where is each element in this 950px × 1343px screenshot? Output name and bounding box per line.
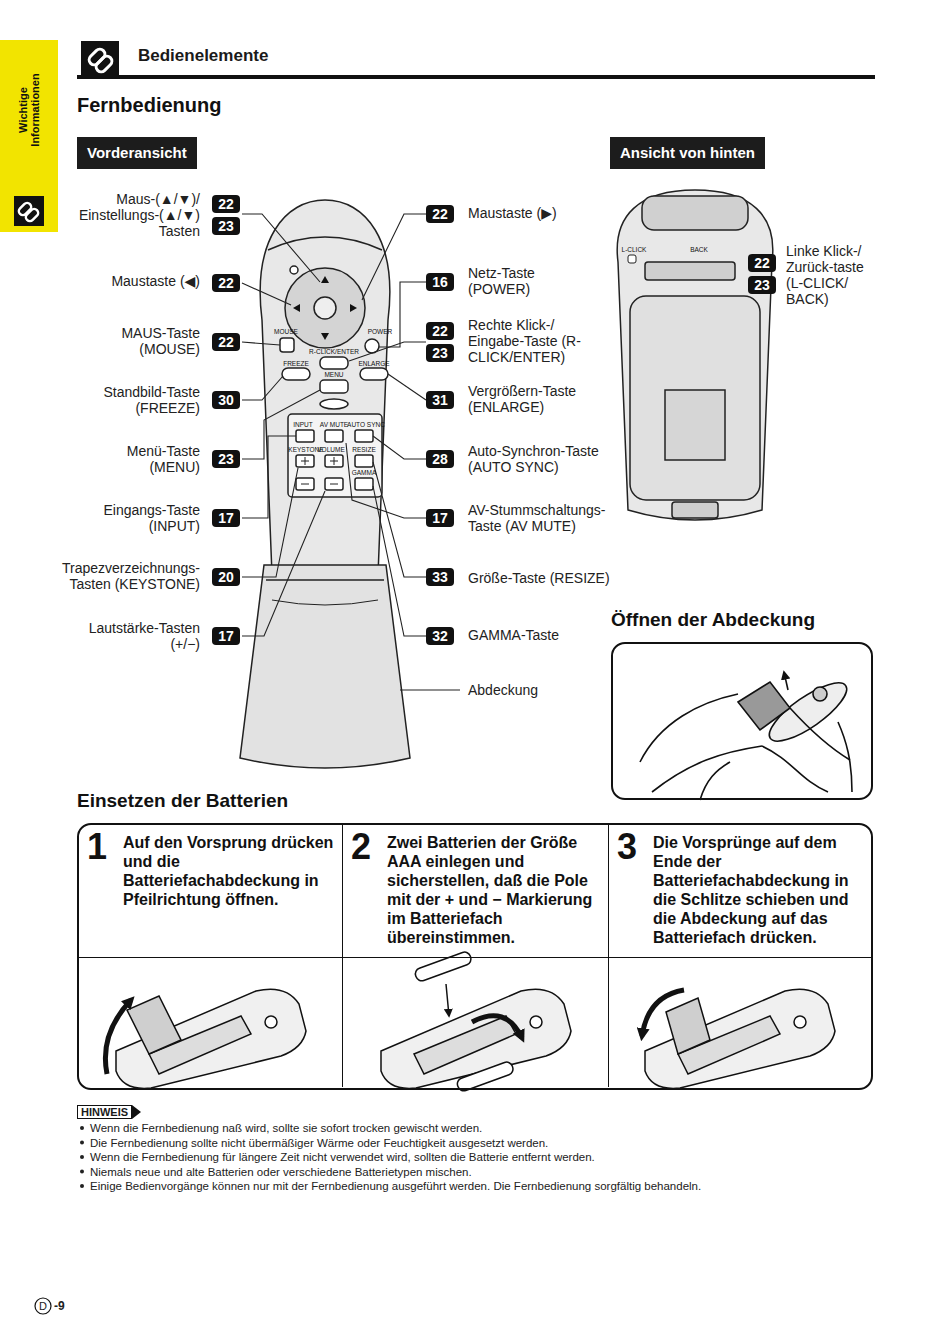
button-label: AUTO SYNC xyxy=(336,421,396,429)
callout-text: Lautstärke-Tasten (+/−) xyxy=(75,620,200,652)
callout-number: 33 xyxy=(426,568,454,586)
illustration-frame: Öffnen der Abdeckung xyxy=(611,642,873,800)
callout-number: 30 xyxy=(212,391,240,409)
callout-text: Abdeckung xyxy=(468,682,578,698)
button-label: BACK xyxy=(669,246,729,254)
callout-number: 22 xyxy=(748,254,776,272)
header-icon xyxy=(81,41,119,79)
note-text: Die Fernbedienung sollte nicht übermäßig… xyxy=(90,1136,870,1150)
callout-text: AV-Stummschaltungs- Taste (AV MUTE) xyxy=(468,502,613,534)
callout-number: 22 xyxy=(426,322,454,340)
callout-text: Maustaste (▶) xyxy=(468,205,608,221)
battery-step3 xyxy=(642,989,835,1088)
callout-number: 22 xyxy=(212,333,240,351)
button-label: R-CLICK/ENTER xyxy=(304,348,364,356)
button-label: MOUSE xyxy=(256,328,316,336)
callout-number: 22 xyxy=(212,195,240,213)
note-tag: HINWEIS xyxy=(77,1105,132,1119)
note-text: Niemals neue und alte Batterien oder ver… xyxy=(90,1165,870,1179)
callout-number: 31 xyxy=(426,391,454,409)
frame-heading: Einsetzen der Batterien xyxy=(77,790,288,812)
opening-illustration xyxy=(640,672,854,800)
step-divider xyxy=(79,957,871,958)
callout-text: Linke Klick-/ Zurück-taste (L-CLICK/ BAC… xyxy=(786,243,881,307)
callout-number: 16 xyxy=(426,273,454,291)
callout-number: 23 xyxy=(426,344,454,362)
remote-front xyxy=(240,200,410,768)
callout-number: 17 xyxy=(426,509,454,527)
callout-number: 23 xyxy=(748,276,776,294)
tag-arrow-head xyxy=(132,1105,141,1119)
step-cell: 2 Zwei Batterien der Größe AAA einlegen u… xyxy=(343,825,609,1087)
tab-label: Ansicht von hinten xyxy=(620,144,755,162)
callout-text: Maustaste (◀) xyxy=(70,273,200,289)
button-label: FREEZE xyxy=(266,360,326,368)
page-badge xyxy=(35,1298,51,1314)
step-cell: 3 Die Vorsprünge auf dem Ende der Batteri… xyxy=(609,825,870,1087)
button-label: ENLARGE xyxy=(344,360,404,368)
page-number: -9 xyxy=(54,1299,84,1313)
sidebar-band: Wichtige Informationen xyxy=(0,40,58,232)
callout-text: GAMMA-Taste xyxy=(468,627,598,643)
button-label: L-CLICK xyxy=(604,246,664,254)
callout-text: Größe-Taste (RESIZE) xyxy=(468,570,638,586)
callout-text: Vergrößern-Taste (ENLARGE) xyxy=(468,383,593,415)
tag-arrow xyxy=(132,1105,142,1119)
battery-step1 xyxy=(105,989,306,1088)
note-text: Einige Bedienvorgänge können nur mit der… xyxy=(90,1179,870,1193)
callout-number: 32 xyxy=(426,627,454,645)
sidebar-text: Wichtige Informationen xyxy=(17,51,41,169)
callout-text: Menü-Taste (MENU) xyxy=(105,443,200,475)
callout-text: Rechte Klick-/ Eingabe-Taste (R-CLICK/EN… xyxy=(468,317,593,365)
button-label: POWER xyxy=(350,328,410,336)
tab-label: Vorderansicht xyxy=(87,144,187,162)
battery-step2 xyxy=(381,950,571,1092)
step-text: Auf den Vorsprung drücken und die Batter… xyxy=(123,833,337,909)
page-letter: D xyxy=(35,1299,51,1313)
callout-number: 17 xyxy=(212,509,240,527)
callout-number: 22 xyxy=(426,205,454,223)
step-number: 2 xyxy=(351,827,371,867)
frame-heading: Öffnen der Abdeckung xyxy=(611,609,815,631)
callout-text: Auto-Synchron-Taste (AUTO SYNC) xyxy=(468,443,618,475)
button-label: MENU xyxy=(304,371,364,379)
button-label: GAMMA xyxy=(334,469,394,477)
note-label: HINWEIS xyxy=(81,1106,128,1118)
view-tab: Vorderansicht xyxy=(77,137,197,169)
step-cell: 1 Auf den Vorsprung drücken und die Batte… xyxy=(79,825,343,1087)
callout-text: Netz-Taste (POWER) xyxy=(468,265,573,297)
callout-text: Standbild-Taste (FREEZE) xyxy=(85,384,200,416)
callout-number: 17 xyxy=(212,627,240,645)
callout-number: 23 xyxy=(212,217,240,235)
step-number: 3 xyxy=(617,827,637,867)
page-heading: Fernbedienung xyxy=(77,93,377,117)
section-title: Bedienelemente xyxy=(138,46,268,66)
callout-text: Maus-(▲/▼)/ Einstellungs-(▲/▼) Tasten xyxy=(65,191,200,239)
header-rule xyxy=(77,75,875,79)
remote-back xyxy=(617,190,773,520)
view-tab: Ansicht von hinten xyxy=(610,137,765,169)
callout-text: MAUS-Taste (MOUSE) xyxy=(100,325,200,357)
note-text: Wenn die Fernbedienung naß wird, sollte … xyxy=(90,1121,870,1135)
callout-text: Trapezverzeichnungs- Tasten (KEYSTONE) xyxy=(35,560,200,592)
step-number: 1 xyxy=(87,827,107,867)
callout-text: Eingangs-Taste (INPUT) xyxy=(85,502,200,534)
callout-number: 22 xyxy=(212,274,240,292)
callout-number: 20 xyxy=(212,568,240,586)
callout-number: 28 xyxy=(426,450,454,468)
button-label: RESIZE xyxy=(334,446,394,454)
note-text: Wenn die Fernbedienung für längere Zeit … xyxy=(90,1150,870,1164)
button-label: VOLUME xyxy=(301,446,361,454)
callout-number: 23 xyxy=(212,450,240,468)
note-bullets xyxy=(80,1126,84,1188)
step-text: Zwei Batterien der Größe AAA einlegen un… xyxy=(387,833,601,947)
steps-frame: Einsetzen der Batterien1Auf den Vorsprun… xyxy=(77,823,873,1090)
step-text: Die Vorsprünge auf dem Ende der Batterie… xyxy=(653,833,867,947)
